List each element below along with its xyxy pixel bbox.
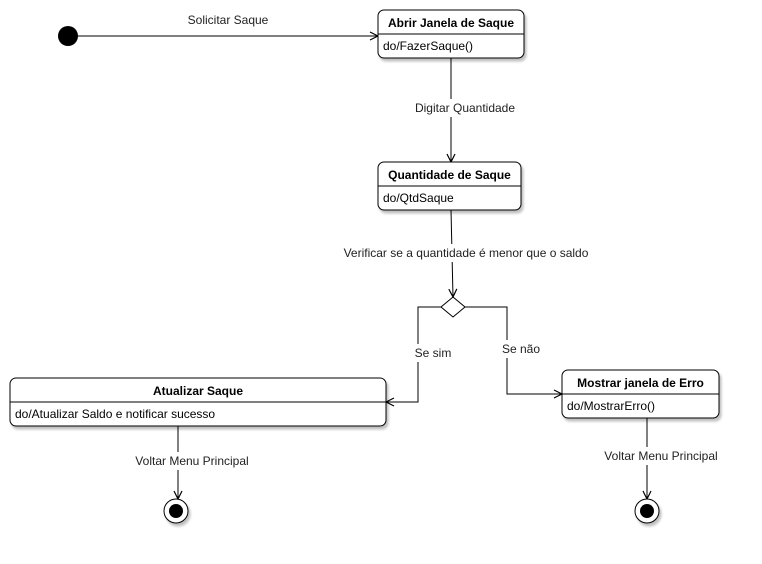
state-atualizar-action: do/Atualizar Saldo e notificar sucesso [15,407,215,421]
state-atualizar [9,377,387,427]
label-digitar: Digitar Quantidade [415,101,515,115]
initial-node [58,26,78,46]
decision-node [440,296,466,318]
label-se-nao: Se não [502,342,540,356]
final-node-left [163,498,189,524]
state-abrir-title: Abrir Janela de Saque [388,16,514,30]
final-node-right [634,498,660,524]
label-se-sim: Se sim [415,346,452,360]
state-erro-title: Mostrar janela de Erro [577,376,704,390]
label-voltar-left: Voltar Menu Principal [135,454,248,468]
state-erro-action: do/MostrarErro() [567,399,655,413]
label-solicitar: Solicitar Saque [188,13,269,27]
state-abrir-action: do/FazerSaque() [383,39,473,53]
state-quantidade [377,161,522,211]
label-verificar: Verificar se a quantidade é menor que o … [344,246,589,260]
state-atualizar-title: Atualizar Saque [153,384,243,398]
state-quantidade-action: do/QtdSaque [383,191,454,205]
state-quantidade-title: Quantidade de Saque [388,168,511,182]
state-erro [561,369,720,419]
label-voltar-right: Voltar Menu Principal [604,449,717,463]
